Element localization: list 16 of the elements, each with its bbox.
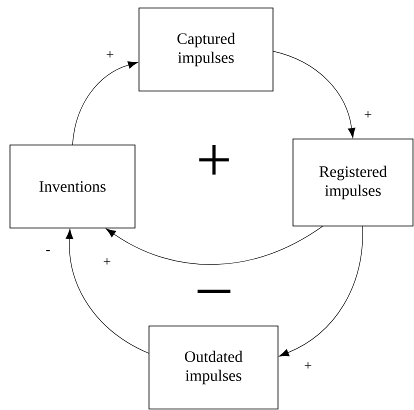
arrow — [106, 226, 324, 265]
loop-polarity-sign: + — [199, 144, 229, 175]
arrow — [272, 50, 356, 138]
loop-polarity-sign: – — [198, 290, 230, 293]
edge-label: - — [44, 249, 52, 255]
process-box: Inventions — [10, 144, 136, 228]
arrow — [66, 228, 150, 354]
arrow — [278, 226, 363, 357]
process-box: Registered impulses — [292, 138, 414, 226]
edge-label: + — [363, 110, 373, 120]
process-box: Captured impulses — [138, 8, 274, 92]
edge-label: + — [105, 50, 115, 60]
process-box: Outdated impulses — [148, 326, 278, 410]
edge-label: + — [102, 257, 112, 267]
arrow — [72, 61, 138, 146]
edge-label: + — [303, 361, 313, 371]
